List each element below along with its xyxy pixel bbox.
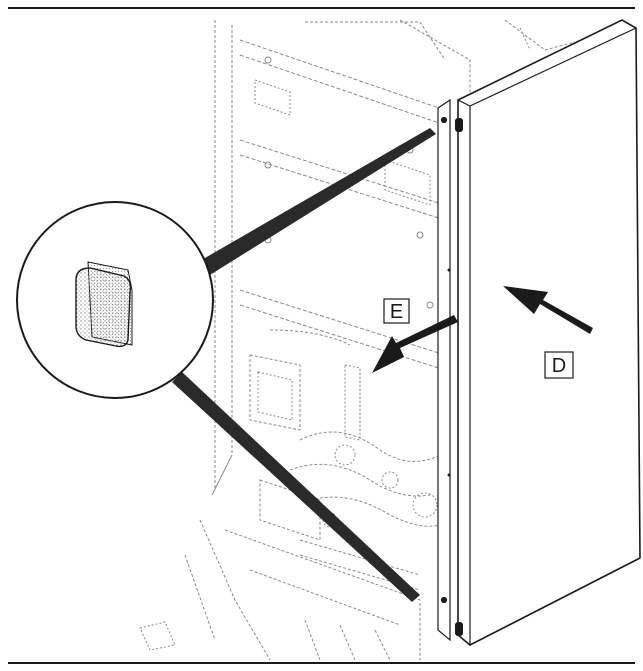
callout-d-label: D [552, 355, 566, 377]
callout-e: E [383, 298, 410, 324]
arrow-up-left-icon [503, 286, 593, 334]
callout-e-label: E [390, 301, 403, 323]
frame-plate [437, 98, 451, 642]
hook-detail [75, 267, 132, 348]
side-cover-panel [447, 19, 641, 646]
arrow-left-down-icon [372, 315, 458, 373]
magnifier-detail [16, 201, 214, 399]
magnifier-leaders [172, 128, 436, 602]
callout-d: D [544, 351, 574, 379]
